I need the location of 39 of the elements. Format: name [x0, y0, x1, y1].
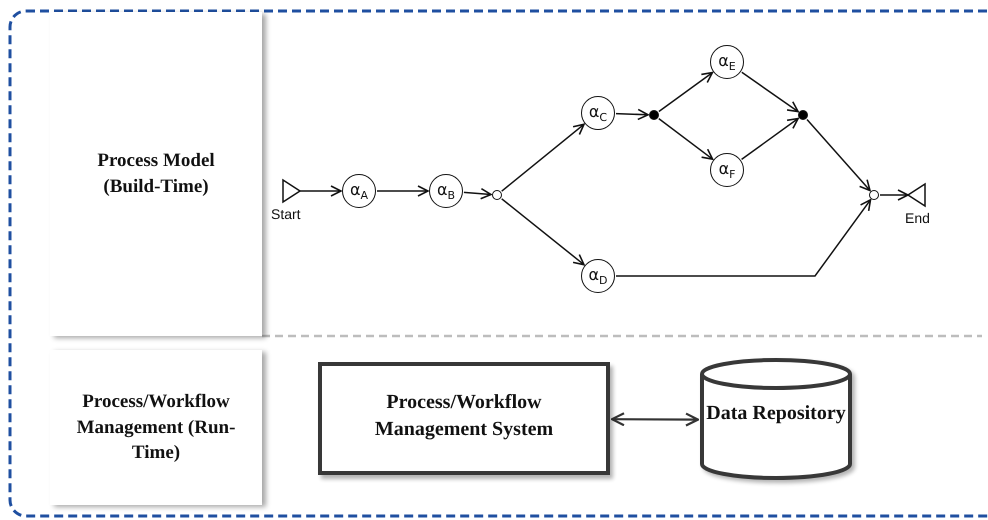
- label-panel: [50, 12, 262, 336]
- arrow: [616, 108, 649, 120]
- arrow: [300, 185, 342, 197]
- arrow: [464, 188, 492, 200]
- activity-label: α$_{F}$: [718, 160, 736, 180]
- arrow: [741, 72, 799, 112]
- activity-label: α$_{A}$: [350, 182, 368, 200]
- arrow: [616, 199, 872, 277]
- panel-title: Process Model (Build-Time): [96, 149, 216, 199]
- activity-circle: [581, 96, 615, 130]
- activity-label: α$_{C}$: [588, 104, 608, 122]
- activity-circle: [710, 45, 744, 79]
- activity-circle: [581, 259, 615, 293]
- activity-circle: [710, 153, 744, 187]
- arrow: [501, 198, 585, 266]
- arrow: [610, 412, 700, 427]
- arrow: [658, 72, 714, 112]
- arrow: [658, 118, 714, 160]
- activity-label: α$_{B}$: [436, 182, 456, 200]
- and-gateway-dot: [798, 110, 808, 120]
- arrow: [806, 119, 871, 192]
- label-panel: [50, 350, 262, 505]
- and-gateway-dot: [649, 110, 659, 120]
- system-box: [318, 362, 610, 475]
- panel-title: Process/Workflow Management (Run-Time): [76, 390, 236, 466]
- xor-gateway-circle: [492, 190, 502, 200]
- activity-circle: [342, 174, 376, 208]
- box-label: Process/Workflow Management System: [374, 390, 554, 442]
- xor-gateway-circle: [869, 190, 879, 200]
- arrow: [501, 124, 585, 192]
- activity-circle: [429, 174, 463, 208]
- arrow: [880, 189, 909, 201]
- event-label: Start: [271, 206, 301, 222]
- arrow: [377, 185, 429, 197]
- database-label: Data Repository: [705, 401, 847, 426]
- arrow: [741, 118, 799, 160]
- event-label: End: [905, 210, 930, 226]
- activity-label: α$_{D}$: [588, 266, 608, 286]
- activity-label: α$_{E}$: [718, 52, 736, 72]
